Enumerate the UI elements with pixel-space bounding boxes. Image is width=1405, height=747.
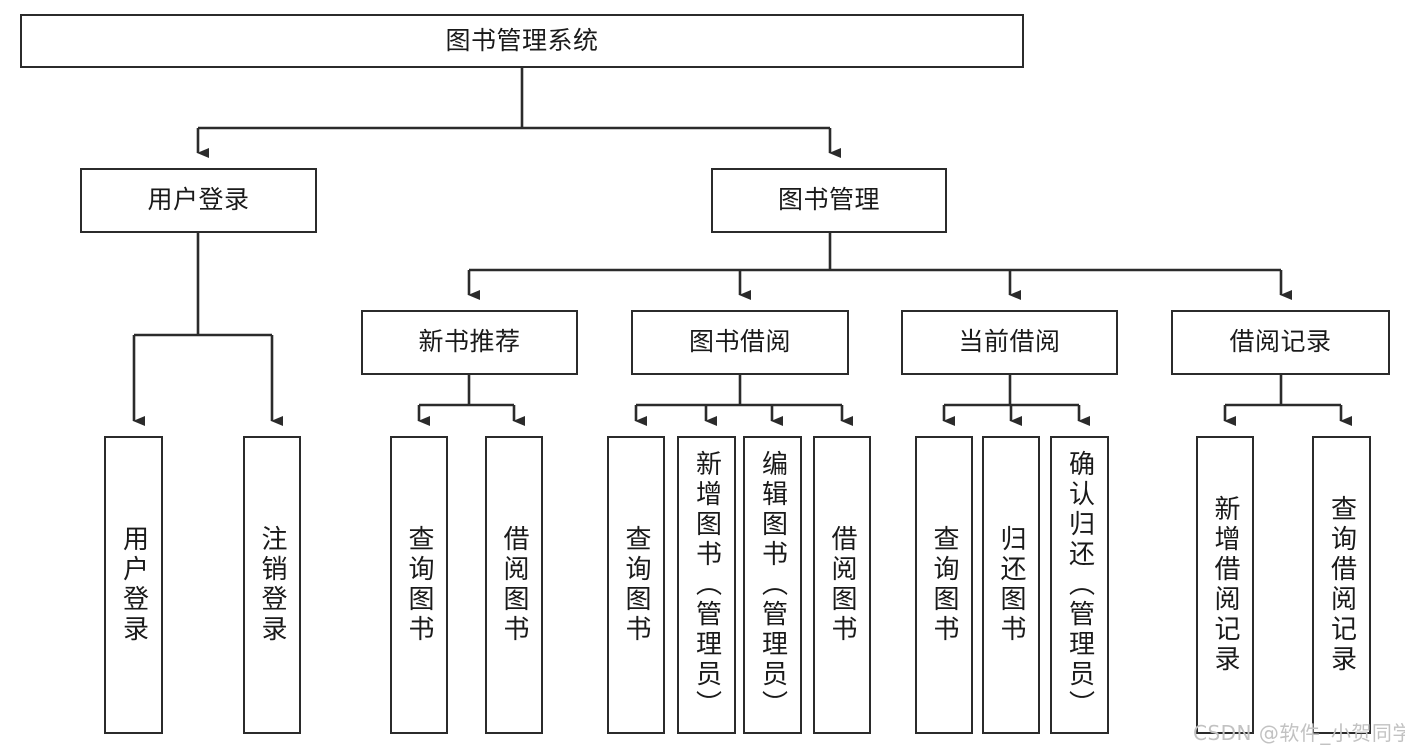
leaf-record-query[interactable]: 查询借阅记录 xyxy=(1312,436,1371,734)
node-borrow-record[interactable]: 借阅记录 xyxy=(1171,310,1390,375)
node-book-management[interactable]: 图书管理 xyxy=(711,168,947,233)
leaf-user-login-logout[interactable]: 注销登录 xyxy=(243,436,301,734)
leaf-label: 查询图书 xyxy=(404,525,434,645)
leaf-current-return-book[interactable]: 归还图书 xyxy=(982,436,1040,734)
node-new-book-recommend-label: 新书推荐 xyxy=(418,327,521,357)
node-user-login[interactable]: 用户登录 xyxy=(80,168,317,233)
leaf-borrow-edit-book-admin[interactable]: 编辑图书（管理员） xyxy=(743,436,802,734)
leaf-current-query-book[interactable]: 查询图书 xyxy=(915,436,973,734)
leaf-current-confirm-return-admin[interactable]: 确认归还（管理员） xyxy=(1050,436,1109,734)
leaf-label: 借阅图书 xyxy=(499,525,529,645)
watermark: CSDN @软件_小贺同学 xyxy=(1193,721,1405,745)
node-book-borrow-label: 图书借阅 xyxy=(688,327,791,357)
leaf-borrow-query-book[interactable]: 查询图书 xyxy=(607,436,665,734)
node-borrow-record-label: 借阅记录 xyxy=(1229,327,1332,357)
leaf-label: 注销登录 xyxy=(257,525,287,645)
node-book-borrow[interactable]: 图书借阅 xyxy=(631,310,849,375)
leaf-new-book-query[interactable]: 查询图书 xyxy=(390,436,448,734)
leaf-label: 查询图书 xyxy=(621,525,651,645)
leaf-label: 新增借阅记录 xyxy=(1210,495,1240,675)
leaf-new-book-borrow[interactable]: 借阅图书 xyxy=(485,436,543,734)
leaf-label: 编辑图书（管理员） xyxy=(757,450,788,720)
leaf-record-add[interactable]: 新增借阅记录 xyxy=(1196,436,1254,734)
leaf-label: 查询借阅记录 xyxy=(1326,495,1357,675)
node-root[interactable]: 图书管理系统 xyxy=(20,14,1024,68)
leaf-label: 新增图书（管理员） xyxy=(691,450,722,720)
node-new-book-recommend[interactable]: 新书推荐 xyxy=(361,310,578,375)
leaf-label: 查询图书 xyxy=(929,525,959,645)
node-root-label: 图书管理系统 xyxy=(445,25,599,55)
node-current-borrow[interactable]: 当前借阅 xyxy=(901,310,1118,375)
leaf-label: 确认归还（管理员） xyxy=(1064,450,1095,720)
leaf-label: 用户登录 xyxy=(118,525,149,645)
leaf-borrow-add-book-admin[interactable]: 新增图书（管理员） xyxy=(677,436,736,734)
node-book-management-label: 图书管理 xyxy=(777,185,880,215)
node-current-borrow-label: 当前借阅 xyxy=(958,327,1061,357)
leaf-user-login-login[interactable]: 用户登录 xyxy=(104,436,163,734)
leaf-borrow-borrow-book[interactable]: 借阅图书 xyxy=(813,436,871,734)
node-user-login-label: 用户登录 xyxy=(147,185,250,215)
leaf-label: 归还图书 xyxy=(996,525,1026,645)
leaf-label: 借阅图书 xyxy=(827,525,857,645)
